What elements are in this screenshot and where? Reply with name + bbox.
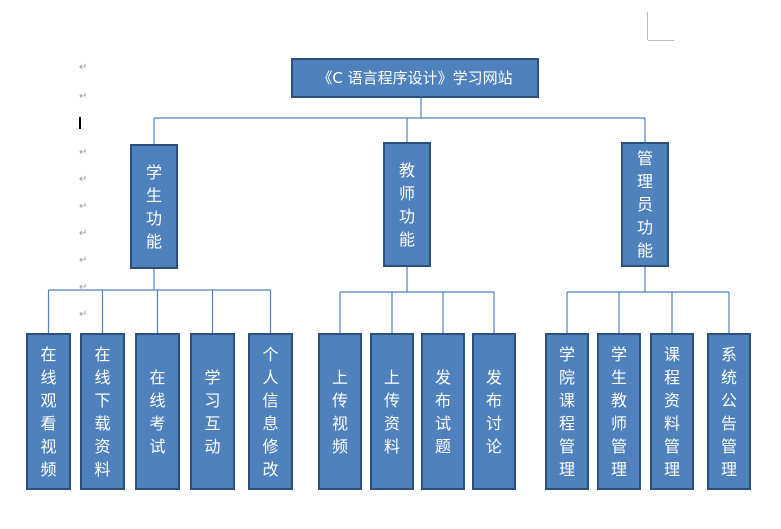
paragraph-mark-3: ↵ [79,174,88,185]
child-node-0-4-label: 个 人 信 息 修 改 [262,344,279,479]
category-node-0-label: 学 生 功 能 [145,162,162,251]
child-node-1-3: 发 布 讨 论 [472,333,516,490]
paragraph-mark-5: ↵ [79,228,88,239]
paragraph-mark-1: ↵ [79,91,88,102]
child-node-1-0: 上 传 视 频 [318,333,362,490]
child-node-0-4: 个 人 信 息 修 改 [248,333,293,490]
paragraph-mark-4: ↵ [79,201,88,212]
category-node-2: 管 理 员 功 能 [621,142,669,267]
child-node-2-3-label: 系 统 公 告 管 理 [720,344,737,479]
child-node-0-3-label: 学 习 互 动 [204,367,221,456]
child-node-2-1-label: 学 生 教 师 管 理 [610,344,627,479]
child-node-0-0-label: 在 线 观 看 视 频 [40,344,57,479]
paragraph-mark-2: ↵ [79,147,88,158]
paragraph-mark-0: ↵ [79,62,88,73]
category-node-1: 教 师 功 能 [383,142,431,267]
child-node-1-2-label: 发 布 试 题 [434,367,451,456]
paragraph-mark-8: ↵ [79,309,88,320]
category-node-0: 学 生 功 能 [130,144,178,269]
child-node-0-3: 学 习 互 动 [190,333,235,490]
root-node: 《C 语言程序设计》学习网站 [291,58,539,98]
child-node-0-1-label: 在 线 下 载 资 料 [94,344,111,479]
paragraph-mark-7: ↵ [79,282,88,293]
page-corner-mark-vertical [647,12,648,40]
page-corner-mark [648,40,674,41]
child-node-0-0: 在 线 观 看 视 频 [26,333,71,490]
text-cursor [79,117,81,129]
paragraph-mark-6: ↵ [79,255,88,266]
category-node-2-label: 管 理 员 功 能 [636,149,653,260]
child-node-1-3-label: 发 布 讨 论 [485,367,502,456]
child-node-2-2-label: 课 程 资 料 管 理 [663,344,680,479]
category-node-1-label: 教 师 功 能 [398,160,415,249]
child-node-1-1-label: 上 传 资 料 [383,367,400,456]
child-node-2-3: 系 统 公 告 管 理 [707,333,751,490]
child-node-0-1: 在 线 下 载 资 料 [80,333,125,490]
child-node-1-2: 发 布 试 题 [421,333,465,490]
root-node-label: 《C 语言程序设计》学习网站 [317,69,513,87]
child-node-1-0-label: 上 传 视 频 [331,367,348,456]
child-node-0-2: 在 线 考 试 [135,333,180,490]
child-node-2-0-label: 学 院 课 程 管 理 [558,344,575,479]
child-node-2-0: 学 院 课 程 管 理 [545,333,589,490]
child-node-2-1: 学 生 教 师 管 理 [597,333,641,490]
child-node-0-2-label: 在 线 考 试 [149,367,166,456]
child-node-1-1: 上 传 资 料 [370,333,414,490]
child-node-2-2: 课 程 资 料 管 理 [650,333,694,490]
